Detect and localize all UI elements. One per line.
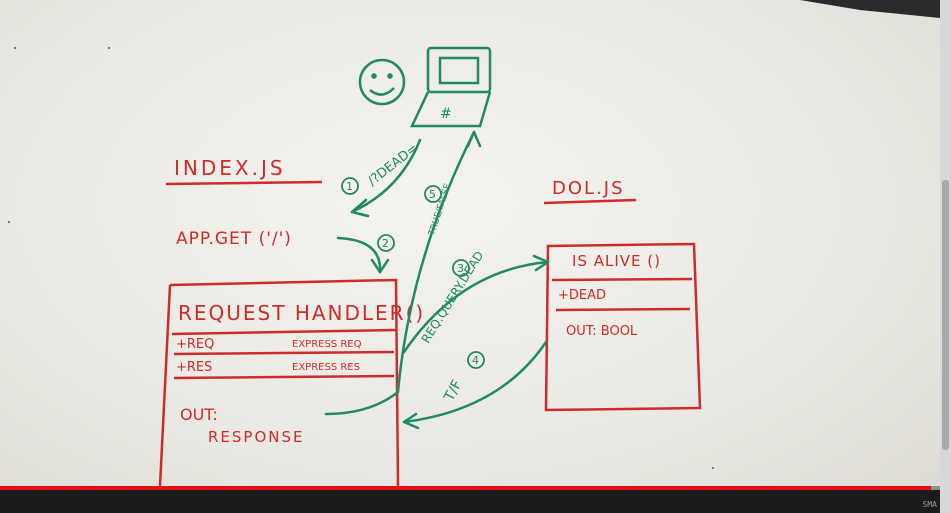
step-5-number: 5: [429, 188, 436, 201]
corner-text: SMA: [922, 500, 937, 509]
is-alive-box: [544, 242, 702, 412]
is-alive-param: +DEAD: [558, 288, 606, 303]
dol-js-underline: [543, 198, 637, 205]
param-req-name: +REQ: [176, 337, 214, 352]
video-progress-fill: [0, 486, 931, 490]
request-handler-box: [158, 278, 400, 486]
step-1-number: 1: [346, 180, 353, 193]
param-res-name: +RES: [176, 360, 212, 375]
whiteboard-drawing: # INDEX.JS DOL.JS APP.GET ('/') REQUEST …: [8, 0, 940, 486]
step-4-number: 4: [472, 354, 479, 367]
is-alive-out: OUT: BOOL: [566, 324, 638, 339]
video-progress-bar[interactable]: [0, 486, 940, 490]
is-alive-title: IS ALIVE (): [572, 252, 661, 270]
request-handler-title: REQUEST HANDLER(): [178, 301, 425, 325]
handler-out-value: RESPONSE: [208, 428, 305, 446]
step-2-number: 2: [382, 237, 389, 250]
dol-js-heading: DOL.JS: [552, 178, 625, 199]
camera-edge: [800, 0, 940, 18]
step-3-label: REQ.QUERY.DEAD: [419, 249, 487, 346]
param-req-type: EXPRESS REQ: [292, 339, 362, 350]
flow-arrows: [324, 130, 550, 430]
laptop-icon: [410, 46, 492, 128]
laptop-key-glyph: #: [440, 106, 452, 122]
param-res-type: EXPRESS RES: [292, 362, 360, 373]
player-controls-bar: [0, 490, 940, 513]
step-markers: [341, 177, 485, 369]
index-js-underline: [165, 180, 323, 186]
step-3-number: 3: [457, 262, 464, 275]
vertical-scrollbar[interactable]: [940, 0, 951, 513]
board-specks: [8, 47, 714, 469]
step-4-label: T/F: [441, 378, 466, 405]
smiley-face-icon: [358, 58, 406, 106]
scrollbar-thumb[interactable]: [942, 180, 949, 450]
route-call: APP.GET ('/'): [176, 229, 292, 249]
handler-out-label: OUT:: [180, 405, 218, 424]
index-js-heading: INDEX.JS: [174, 156, 286, 180]
